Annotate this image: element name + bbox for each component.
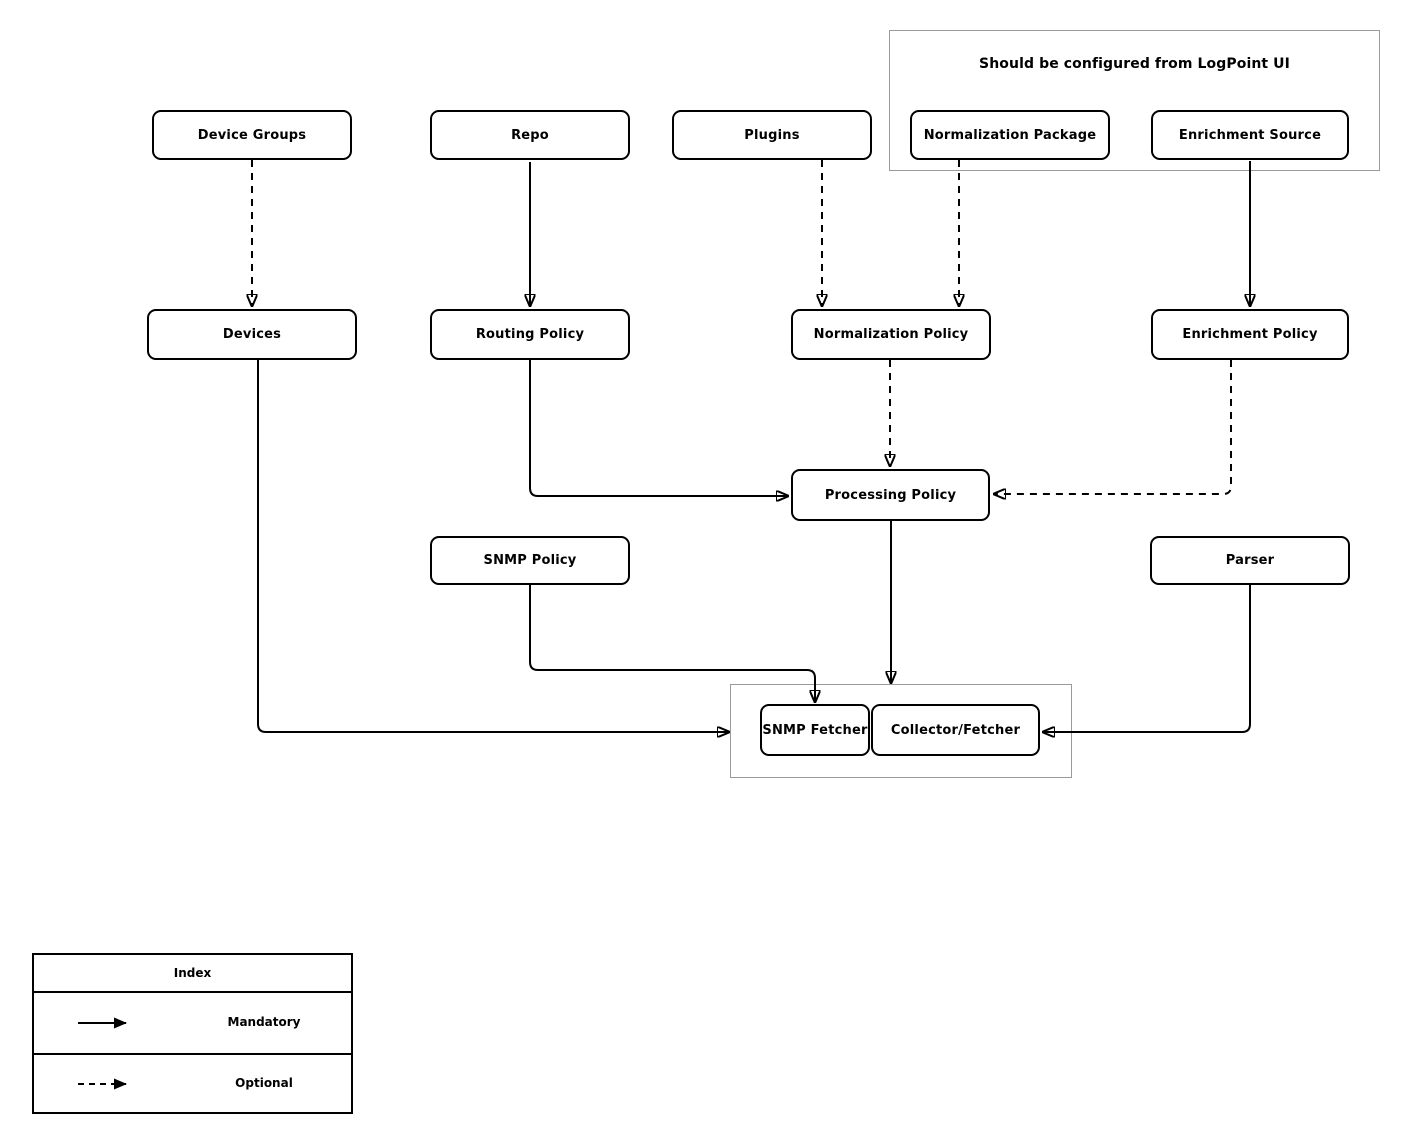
mandatory-arrow-icon	[78, 1017, 127, 1029]
edge-enrichment-policy-to-processing-policy	[994, 360, 1232, 494]
node-snmp-fetcher-label: SNMP Fetcher	[762, 722, 868, 738]
node-normalization-package: Normalization Package	[910, 110, 1110, 160]
node-device-groups-label: Device Groups	[197, 127, 307, 143]
node-normalization-package-label: Normalization Package	[923, 127, 1097, 143]
edge-snmp-policy-to-snmp-fetcher	[529, 585, 815, 702]
optional-arrow-icon	[78, 1078, 127, 1090]
node-collector-fetcher: Collector/Fetcher	[871, 704, 1040, 756]
node-snmp-fetcher: SNMP Fetcher	[760, 704, 870, 756]
node-parser: Parser	[1150, 536, 1350, 585]
node-plugins-label: Plugins	[744, 127, 800, 143]
legend-header: Index	[34, 955, 351, 993]
node-processing-policy: Processing Policy	[791, 469, 990, 521]
node-device-groups: Device Groups	[152, 110, 352, 160]
edge-devices-to-snmp-fetcher	[257, 360, 729, 732]
edge-parser-to-collector-fetcher	[1043, 585, 1251, 732]
node-devices-label: Devices	[222, 327, 282, 342]
node-repo: Repo	[430, 110, 630, 160]
node-enrichment-policy-label: Enrichment Policy	[1182, 327, 1318, 342]
node-enrichment-policy: Enrichment Policy	[1151, 309, 1349, 360]
node-enrichment-source: Enrichment Source	[1151, 110, 1349, 160]
node-collector-fetcher-label: Collector/Fetcher	[890, 722, 1021, 738]
legend-optional-label: Optional	[235, 1076, 293, 1090]
node-snmp-policy-label: SNMP Policy	[483, 553, 577, 568]
node-parser-label: Parser	[1225, 553, 1275, 568]
logpoint-ui-group-title: Should be configured from LogPoint UI	[979, 56, 1290, 72]
node-repo-label: Repo	[511, 127, 549, 143]
node-normalization-policy-label: Normalization Policy	[813, 327, 969, 342]
legend-row-optional: Optional	[34, 1053, 351, 1113]
node-normalization-policy: Normalization Policy	[791, 309, 991, 360]
node-routing-policy-label: Routing Policy	[475, 327, 585, 342]
node-processing-policy-label: Processing Policy	[824, 487, 957, 503]
node-devices: Devices	[147, 309, 357, 360]
node-snmp-policy: SNMP Policy	[430, 536, 630, 585]
node-plugins: Plugins	[672, 110, 872, 160]
node-enrichment-source-label: Enrichment Source	[1178, 127, 1322, 143]
legend-row-mandatory: Mandatory	[34, 993, 351, 1053]
node-routing-policy: Routing Policy	[430, 309, 630, 360]
legend: Index Mandatory	[32, 953, 353, 1114]
logpoint-ui-group: Should be configured from LogPoint UI	[889, 30, 1380, 171]
edge-routing-policy-to-processing-policy	[529, 360, 788, 496]
legend-mandatory-label: Mandatory	[227, 1015, 301, 1029]
legend-title: Index	[173, 966, 212, 980]
